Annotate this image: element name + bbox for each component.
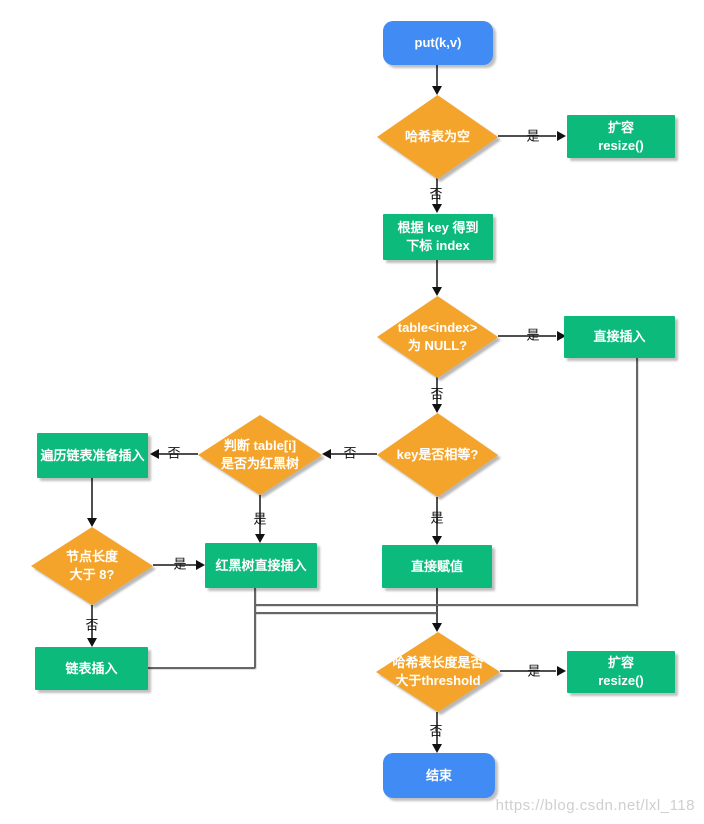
arrowhead-icon	[196, 560, 205, 570]
process-calc-index: 根据 key 得到 下标 index	[383, 214, 493, 260]
process-list-insert: 链表插入	[35, 647, 148, 690]
edge-null-to-direct-insert	[498, 335, 556, 337]
decision-key-equal: key是否相等?	[377, 413, 498, 497]
edge-len-to-rb-insert	[153, 564, 196, 566]
decision-index-null: table<index> 为 NULL?	[377, 296, 498, 378]
edge-label-key-equal-yes: 是	[430, 510, 444, 526]
edge-key-equal-to-rbtree	[331, 453, 377, 455]
rail-rb-insert-down	[254, 588, 256, 668]
process-traverse-list: 遍历链表准备插入	[37, 433, 148, 478]
arrowhead-icon	[432, 536, 442, 545]
edge-label-rbtree-no: 否	[167, 445, 181, 461]
arrowhead-icon	[255, 534, 265, 543]
rail-list-insert-right	[148, 667, 255, 669]
edge-label-threshold-yes: 是	[527, 663, 541, 679]
arrowhead-icon	[432, 287, 442, 296]
arrowhead-icon	[432, 404, 442, 413]
arrowhead-icon	[432, 744, 442, 753]
decision-table-empty: 哈希表为空	[377, 95, 498, 179]
decision-is-rbtree-label: 判断 table[i] 是否为红黑树	[198, 415, 322, 495]
edge-threshold-to-end	[436, 712, 438, 745]
rail-direct-insert-down	[636, 358, 638, 606]
watermark-url: https://blog.csdn.net/lxl_118	[495, 797, 695, 814]
decision-threshold: 哈希表长度是否 大于threshold	[376, 632, 500, 712]
decision-threshold-label: 哈希表长度是否 大于threshold	[376, 632, 500, 712]
edge-label-threshold-no: 否	[429, 723, 443, 739]
decision-is-rbtree: 判断 table[i] 是否为红黑树	[198, 415, 322, 495]
edge-traverse-to-len	[91, 478, 93, 518]
edge-key-equal-to-assign	[436, 497, 438, 536]
edge-label-rbtree-yes: 是	[253, 511, 267, 527]
edge-label-len-yes: 是	[173, 556, 187, 572]
edge-label-len-no: 否	[85, 617, 99, 633]
edge-label-empty-yes: 是	[526, 128, 540, 144]
process-rbtree-insert: 红黑树直接插入	[205, 543, 317, 588]
arrowhead-icon	[432, 623, 442, 632]
decision-index-null-label: table<index> 为 NULL?	[377, 296, 498, 378]
edge-empty-to-calc-index	[436, 177, 438, 205]
decision-node-length: 节点长度 大于 8?	[31, 527, 153, 605]
edge-empty-to-resize-top	[498, 135, 556, 137]
arrowhead-icon	[557, 131, 566, 141]
arrowhead-icon	[150, 449, 159, 459]
process-resize-bottom: 扩容 resize()	[567, 651, 675, 693]
edge-calc-index-to-null	[436, 260, 438, 288]
arrowhead-icon	[557, 331, 566, 341]
edge-label-empty-no: 否	[429, 186, 443, 202]
decision-key-equal-label: key是否相等?	[377, 413, 498, 497]
rail-merge-upper	[255, 604, 637, 606]
edge-label-null-yes: 是	[526, 327, 540, 343]
edge-label-key-equal-no: 否	[343, 445, 357, 461]
node-put-start: put(k,v)	[383, 21, 493, 65]
arrowhead-icon	[432, 204, 442, 213]
edge-assign-to-threshold	[436, 588, 438, 624]
edge-label-null-no: 否	[430, 386, 444, 402]
edge-rbtree-to-rb-insert	[259, 495, 261, 534]
process-direct-assign: 直接赋值	[382, 545, 492, 588]
process-resize-top: 扩容 resize()	[567, 115, 675, 158]
process-direct-insert: 直接插入	[564, 316, 675, 358]
arrowhead-icon	[87, 518, 97, 527]
edge-null-to-key-equal	[436, 377, 438, 405]
edge-threshold-to-resize-bottom	[500, 670, 556, 672]
edge-rbtree-to-traverse	[159, 453, 198, 455]
arrowhead-icon	[87, 638, 97, 647]
decision-table-empty-label: 哈希表为空	[377, 95, 498, 179]
decision-node-length-label: 节点长度 大于 8?	[31, 527, 153, 605]
arrowhead-icon	[322, 449, 331, 459]
edge-len-to-list-insert	[91, 605, 93, 638]
node-end: 结束	[383, 753, 495, 798]
edge-start-to-empty	[436, 65, 438, 87]
arrowhead-icon	[557, 666, 566, 676]
arrowhead-icon	[432, 86, 442, 95]
rail-merge-lower	[255, 612, 437, 614]
